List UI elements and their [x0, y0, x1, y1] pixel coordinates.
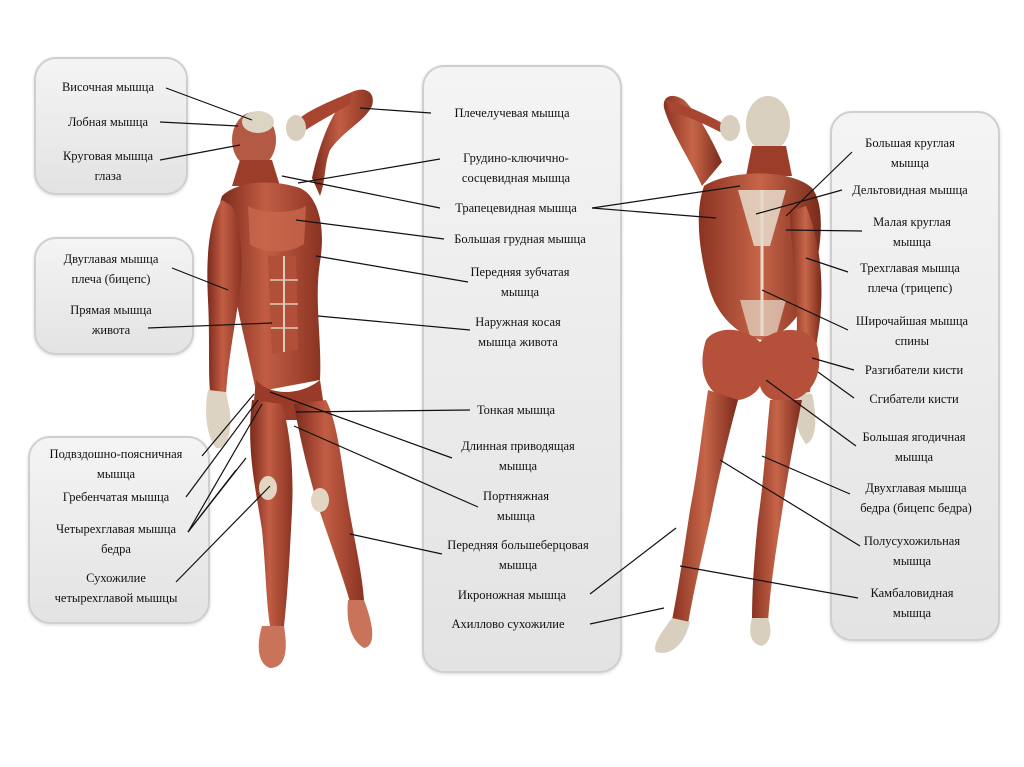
label-deltovidnaya: Дельтовидная мышца	[852, 180, 967, 200]
label-grudino: Грудино-ключично- сосцевидная мышца	[462, 148, 570, 188]
back-left-leg	[672, 390, 738, 624]
label-shirochaishaya: Широчайшая мышца спины	[856, 311, 968, 351]
label-kambalovidnaya: Камбаловидная мышца	[870, 583, 953, 623]
front-figure	[206, 90, 373, 668]
label-visochnaya: Височная мышца	[62, 77, 154, 97]
label-ahillovo: Ахиллово сухожилие	[451, 614, 564, 634]
label-dvuhglavaya-bedra: Двухглавая мышца бедра (бицепс бедра)	[860, 478, 972, 518]
label-dlinnaya-privod: Длинная приводящая мышца	[461, 436, 575, 476]
label-polusuhozhilnaya: Полусухожильная мышца	[864, 531, 960, 571]
label-malaya-kruglaya: Малая круглая мышца	[873, 212, 951, 252]
front-left-leg	[250, 400, 292, 626]
label-tonkaya: Тонкая мышца	[477, 400, 555, 420]
label-razgibateli: Разгибатели кисти	[865, 360, 963, 380]
label-perednyaya-bolshebercovaya: Передняя большеберцовая мышца	[447, 535, 588, 575]
back-head	[746, 96, 790, 152]
front-hanging-arm	[207, 200, 241, 394]
label-bolshaya-grudnaya: Большая грудная мышца	[454, 229, 586, 249]
label-bolshaya-kruglaya: Большая круглая мышца	[865, 133, 955, 173]
back-figure	[655, 96, 821, 653]
back-right-leg	[752, 400, 802, 622]
label-biceps: Двуглавая мышца плеча (бицепс)	[64, 249, 159, 289]
label-krugovaya-glaza: Круговая мышца глаза	[63, 146, 153, 186]
label-triceps: Трехглавая мышца плеча (трицепс)	[860, 258, 960, 298]
label-plecheluchevaya: Плечелучевая мышца	[455, 103, 570, 123]
label-suhozhilie-chetyreh: Сухожилие четырехглавой мышцы	[55, 568, 178, 608]
label-trapecievidnaya: Трапецевидная мышца	[455, 198, 577, 218]
label-naruzhnaya-kosaya: Наружная косая мышца живота	[475, 312, 561, 352]
label-bolshaya-yagodichnaya: Большая ягодичная мышца	[862, 427, 965, 467]
label-lobnaya: Лобная мышца	[68, 112, 148, 132]
label-portnyazhnaya: Портняжная мышца	[483, 486, 549, 526]
label-podvzdoshno: Подвздошно-поясничная мышца	[50, 444, 183, 484]
label-perednyaya-zubchataya: Передняя зубчатая мышца	[471, 262, 570, 302]
label-pryamaya-zhivota: Прямая мышца живота	[70, 300, 151, 340]
label-sgibateli: Сгибатели кисти	[869, 389, 958, 409]
label-chetyrehglavaya: Четырехглавая мышца бедра	[56, 519, 176, 559]
label-ikronozhnaya: Икроножная мышца	[458, 585, 566, 605]
label-grebenchataya: Гребенчатая мышца	[63, 487, 169, 507]
